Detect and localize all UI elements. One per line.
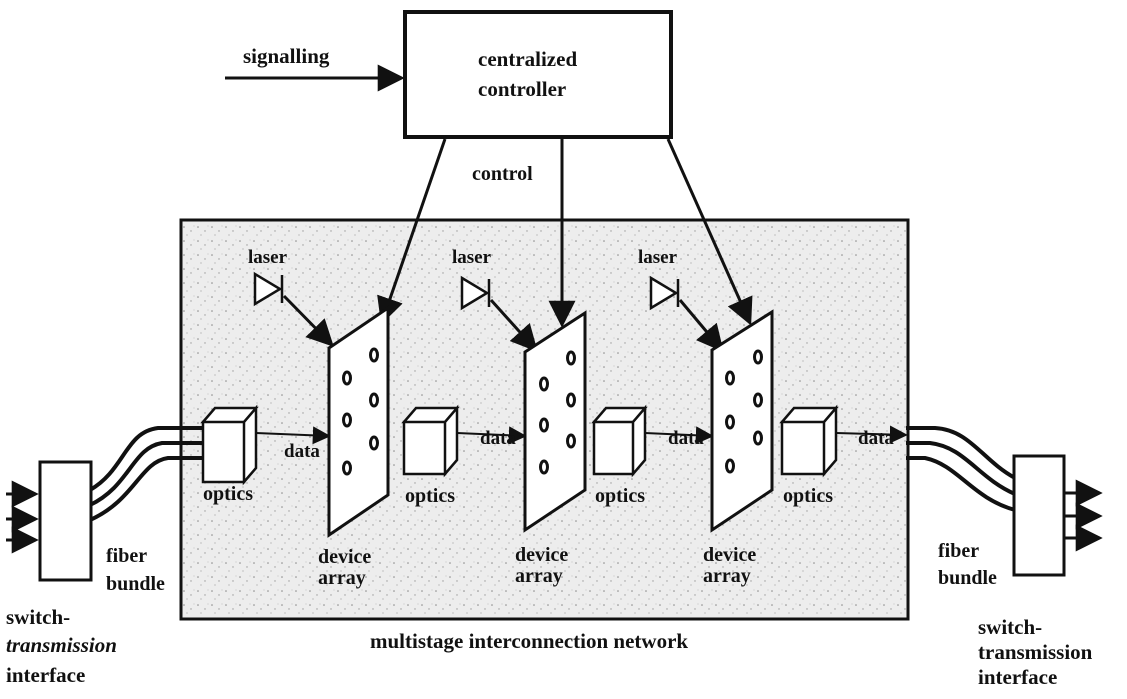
fiber-label-left: fiber [106, 545, 147, 567]
device-array-panel [523, 310, 587, 533]
laser-label: laser [452, 247, 492, 268]
device-dots [725, 349, 763, 474]
bundle-label-right: bundle [938, 567, 997, 589]
network-caption: multistage interconnection network [370, 629, 688, 653]
optics-label: optics [595, 485, 645, 507]
controller-label-line1: centralized [478, 47, 577, 71]
laser-label: laser [638, 247, 678, 268]
interface-left-line2: transmission [6, 633, 117, 657]
optics-box [401, 404, 460, 478]
optics-label: optics [405, 485, 455, 507]
fiber-bundle-left [88, 426, 203, 522]
interface-left-line1: switch- [6, 605, 70, 629]
laser-icon [253, 271, 284, 307]
fiber-label-right: fiber [938, 540, 979, 562]
output-arrows [1064, 479, 1103, 552]
bundle-label-left: bundle [106, 573, 165, 595]
data-arrow [644, 426, 714, 445]
laser-beam [282, 294, 334, 347]
laser-icon [460, 275, 491, 311]
stage-4-optics: optics data [779, 404, 908, 507]
interface-right-line3: interface [978, 665, 1057, 689]
data-arrow [456, 426, 527, 445]
input-arrows [6, 480, 39, 554]
interface-right-line2: transmission [978, 640, 1093, 664]
stage-1: laser optics data device array [200, 247, 390, 589]
interface-box-right [1012, 454, 1066, 577]
device-dots [342, 347, 379, 476]
optics-box [591, 404, 648, 478]
controller-box [403, 10, 673, 139]
laser-beam [678, 299, 724, 353]
device-label: device [703, 544, 756, 566]
device-dots [539, 350, 576, 475]
array-label: array [703, 565, 751, 587]
laser-label: laser [248, 247, 288, 268]
laser-icon [649, 275, 680, 311]
data-arrow [255, 426, 331, 445]
data-label: data [668, 428, 704, 449]
optics-label: optics [783, 485, 833, 507]
fiber-bundle-right [906, 426, 1016, 512]
optics-label: optics [203, 483, 253, 505]
optics-box [779, 404, 839, 478]
data-label: data [480, 428, 516, 449]
device-array-panel [327, 305, 390, 538]
interface-right-line1: switch- [978, 615, 1042, 639]
device-array-panel [710, 309, 774, 533]
control-line-3 [666, 138, 753, 326]
array-label: array [318, 567, 366, 589]
control-label: control [472, 163, 533, 185]
device-label: device [515, 544, 568, 566]
interface-left-line3: interface [6, 663, 85, 687]
stage-2: laser optics data device array [401, 247, 587, 587]
stage-3: laser optics data device array [591, 247, 774, 587]
signalling-label: signalling [243, 44, 330, 68]
optics-box [200, 404, 259, 486]
control-line-1 [377, 138, 447, 325]
data-arrow [835, 425, 908, 444]
data-label: data [284, 441, 320, 462]
device-label: device [318, 546, 371, 568]
array-label: array [515, 565, 563, 587]
data-label: data [858, 428, 894, 449]
interface-box-left [38, 460, 93, 582]
laser-beam [489, 298, 538, 353]
controller-label-line2: controller [478, 77, 566, 101]
